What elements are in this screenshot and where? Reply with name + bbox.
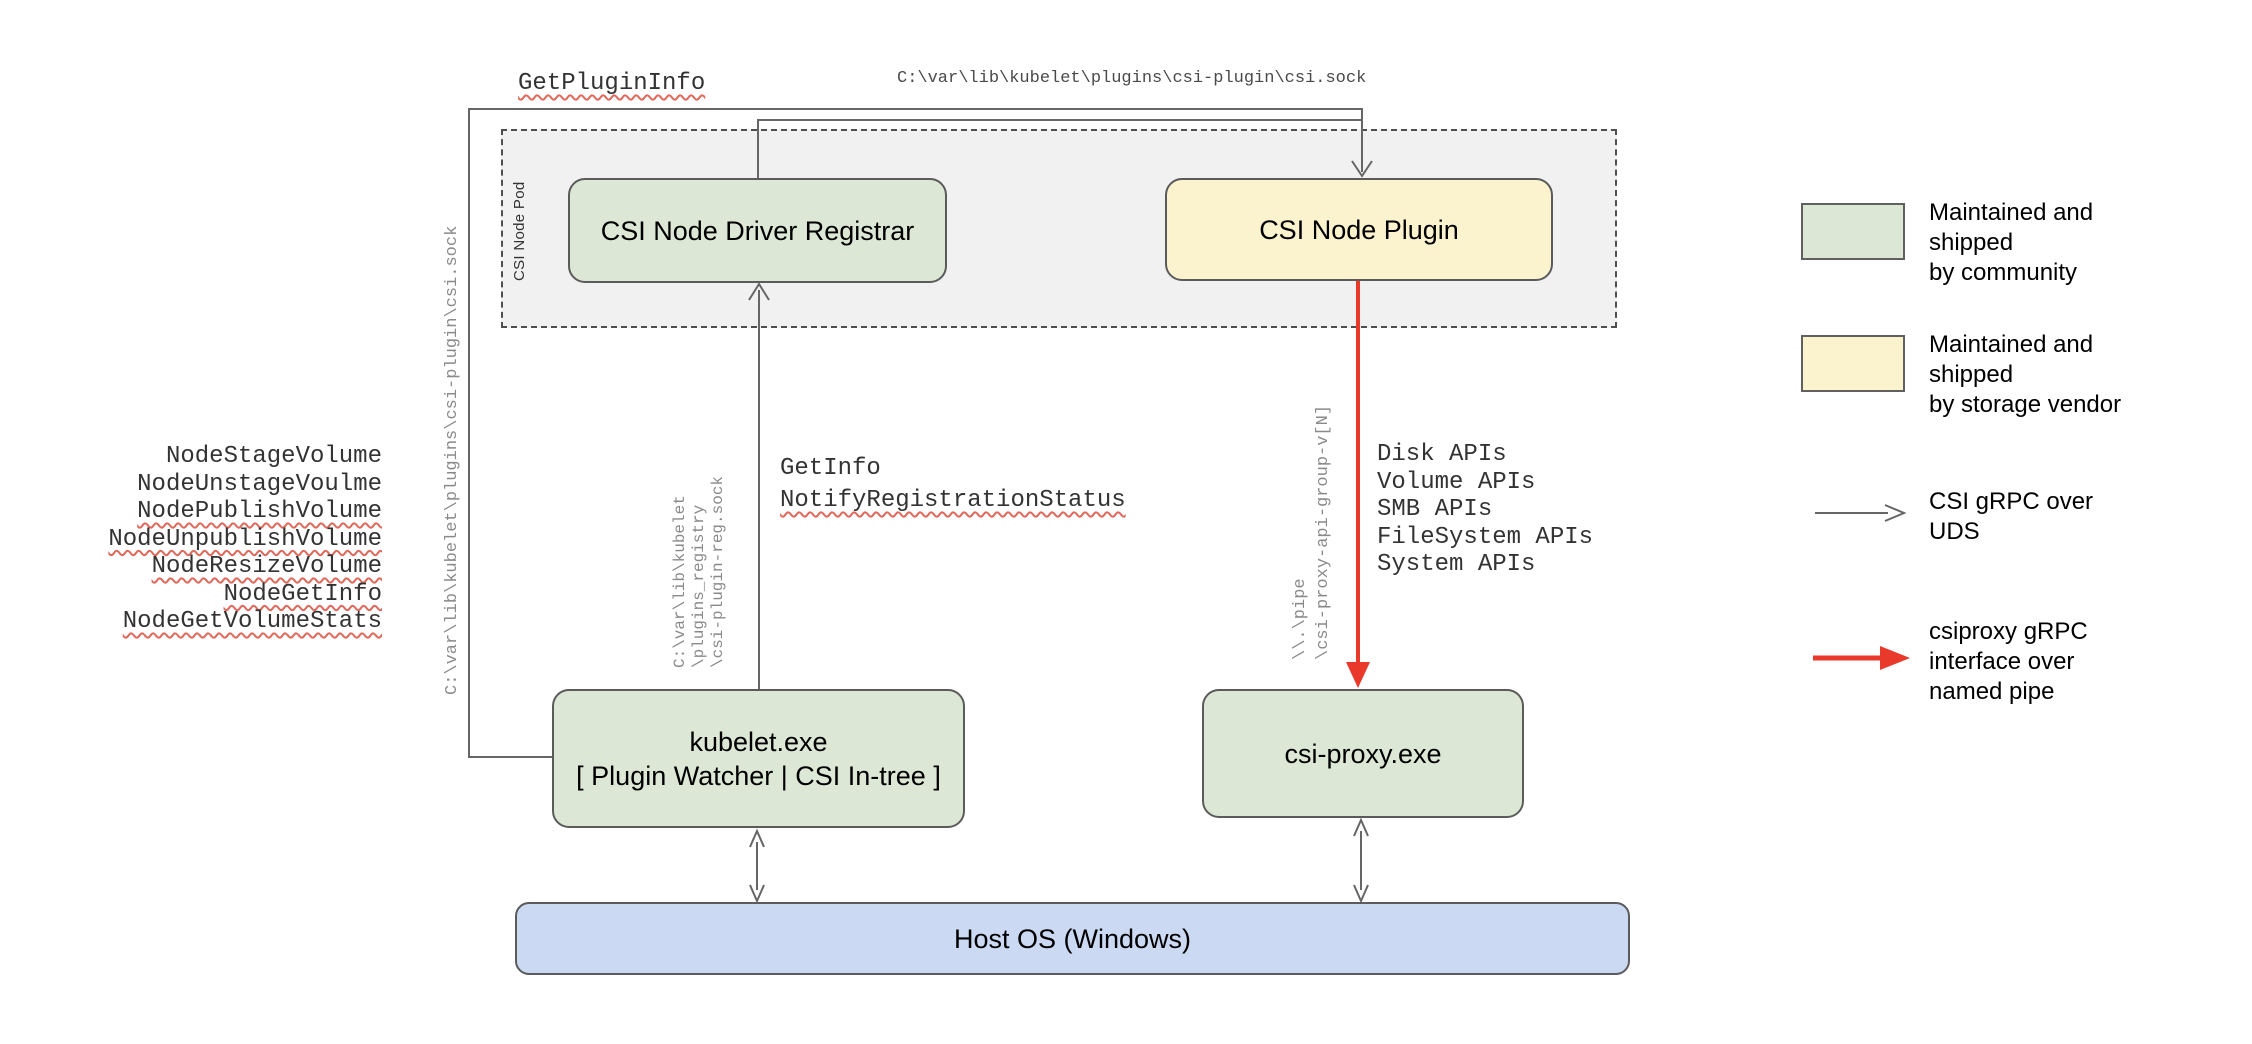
csi-node-plugin-box: CSI Node Plugin xyxy=(1165,178,1553,281)
kubelet-hostos-up-arrowhead-icon xyxy=(749,828,765,848)
csiproxy-arrowhead-icon xyxy=(1346,662,1370,688)
named-pipe-path-line: \\.\pipe xyxy=(1291,578,1310,660)
legend-vendor-line: Maintained and shipped xyxy=(1929,331,2094,388)
legend-pipe-line: interface over xyxy=(1929,648,2075,675)
legend-vendor-swatch xyxy=(1801,335,1905,392)
legend-uds-arrowhead-icon xyxy=(1884,504,1907,522)
csiproxy-hostos-up-arrowhead-icon xyxy=(1353,817,1369,837)
get-plugin-info-label: GetPluginInfo xyxy=(518,70,706,97)
legend-uds-line: UDS xyxy=(1929,518,1980,545)
proxy-api-item: FileSystem APIs xyxy=(1377,523,1594,551)
legend-community-swatch xyxy=(1801,203,1905,260)
registry-sock-path-line: \csi-plugin-reg.sock xyxy=(709,475,727,668)
registry-sock-path-line: \plugins_registry xyxy=(690,504,708,668)
csiproxy-hostos-down-arrowhead-icon xyxy=(1353,884,1369,904)
node-rpc-item: NodeResizeVolume xyxy=(151,553,382,580)
legend-community-label: Maintained and shipped by community xyxy=(1929,198,2169,288)
csi-sock-path-label: C:\var\lib\kubelet\plugins\csi-plugin\cs… xyxy=(897,69,1367,88)
csi-proxy-box: csi-proxy.exe xyxy=(1202,689,1524,818)
host-os-box: Host OS (Windows) xyxy=(515,902,1630,975)
plugin-label: CSI Node Plugin xyxy=(1259,214,1459,245)
kubelet-box: kubelet.exe [ Plugin Watcher | CSI In-tr… xyxy=(552,689,965,828)
legend-pipe-label: csiproxy gRPC interface over named pipe xyxy=(1929,617,2169,707)
csi-node-driver-registrar-box: CSI Node Driver Registrar xyxy=(568,178,947,283)
csi-node-pod-label: CSI Node Pod xyxy=(511,181,528,282)
proxy-api-item: Volume APIs xyxy=(1377,468,1536,496)
named-pipe-path-label: \\.\pipe \csi-proxy-api-group-v[N] xyxy=(1289,405,1335,660)
node-rpc-item: NodePublishVolume xyxy=(137,498,382,525)
node-rpc-item: NodeUnstageVoulme xyxy=(137,470,382,498)
kubelet-label-line1: kubelet.exe xyxy=(689,726,828,757)
host-os-label: Host OS (Windows) xyxy=(953,923,1192,954)
legend-uds-label: CSI gRPC over UDS xyxy=(1929,487,2169,547)
node-rpc-list: NodeStageVolume NodeUnstageVoulme NodePu… xyxy=(100,443,382,636)
proxy-api-item: Disk APIs xyxy=(1377,441,1507,468)
legend-pipe-line: csiproxy gRPC xyxy=(1929,618,2088,645)
registry-sock-path-label: C:\var\lib\kubelet \plugins_registry \cs… xyxy=(671,476,728,668)
csi-sock-path-vertical-label: C:\var\lib\kubelet\plugins\csi-plugin\cs… xyxy=(443,225,462,695)
registration-rpc-labels: GetInfo NotifyRegistrationStatus xyxy=(780,453,1126,517)
legend-pipe-arrowhead-icon xyxy=(1880,646,1910,670)
proxy-api-item: System APIs xyxy=(1377,551,1536,578)
proxy-api-list: Disk APIs Volume APIs SMB APIs FileSyste… xyxy=(1377,441,1593,579)
csi-proxy-label: csi-proxy.exe xyxy=(1284,738,1442,769)
node-rpc-item: NodeStageVolume xyxy=(165,443,382,470)
legend-community-line: Maintained and shipped xyxy=(1929,199,2094,256)
legend-vendor-line: by storage vendor xyxy=(1929,391,2122,418)
registry-sock-path-line: C:\var\lib\kubelet xyxy=(671,495,689,668)
legend-pipe-line: named pipe xyxy=(1929,678,2055,705)
legend-community-line: by community xyxy=(1929,259,2078,286)
get-info-label: GetInfo xyxy=(780,455,881,482)
notify-registration-status-label: NotifyRegistrationStatus xyxy=(780,487,1126,514)
named-pipe-path-line: \csi-proxy-api-group-v[N] xyxy=(1314,404,1333,660)
proxy-api-item: SMB APIs xyxy=(1377,496,1493,523)
legend-vendor-label: Maintained and shipped by storage vendor xyxy=(1929,330,2169,420)
node-rpc-item: NodeUnpublishVolume xyxy=(108,525,382,553)
kubelet-hostos-down-arrowhead-icon xyxy=(749,884,765,904)
node-rpc-item: NodeGetVolumeStats xyxy=(122,608,382,635)
node-rpc-item: NodeGetInfo xyxy=(223,580,382,608)
legend-uds-line: CSI gRPC over xyxy=(1929,488,2094,515)
registrar-label: CSI Node Driver Registrar xyxy=(600,215,915,246)
kubelet-label-line2: [ Plugin Watcher | CSI In-tree ] xyxy=(576,760,941,791)
